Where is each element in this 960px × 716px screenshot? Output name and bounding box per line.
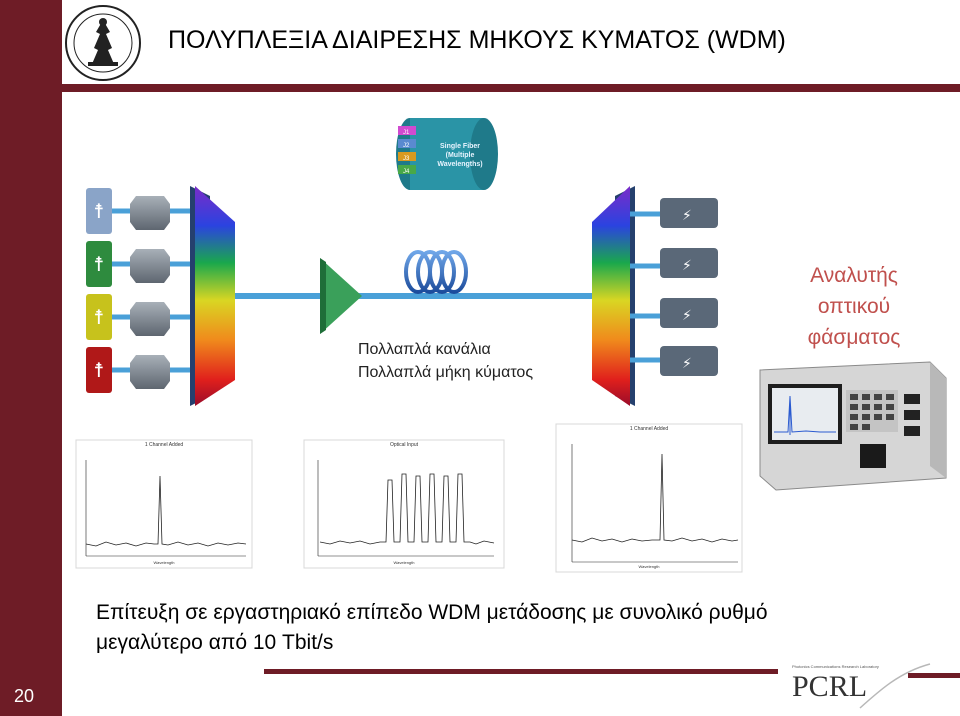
spectrum-3-title: 1 Channel Added xyxy=(629,426,669,432)
pcrl-caption: Photonics Communications Research Labora… xyxy=(792,664,879,669)
transmitter-yellow: ☨ xyxy=(86,294,112,340)
university-seal-logo xyxy=(65,5,141,81)
channel-tag: J4 xyxy=(403,169,410,175)
svg-text:⚡: ⚡ xyxy=(682,258,692,274)
transmitter-green: ☨ xyxy=(86,241,112,287)
single-fiber-legend xyxy=(388,112,510,194)
modulator-blocks xyxy=(130,196,170,389)
fiber-channel-tags: J1 J2 J3 J4 xyxy=(403,127,409,179)
osa-label-line-2: οπτικού xyxy=(817,295,891,318)
pcrl-wordmark: PCRL xyxy=(792,670,868,703)
spectrum-3-xlabel: Wavelength xyxy=(638,564,660,569)
svg-text:☨: ☨ xyxy=(94,252,105,276)
osa-label-line-3: φάσματος xyxy=(807,326,901,349)
multiplexer xyxy=(190,186,235,406)
footer-rule xyxy=(264,669,778,674)
spectrum-plot-1 xyxy=(75,439,253,569)
header-band xyxy=(62,0,960,92)
receiver-blocks: ⚡ ⚡ ⚡ ⚡ xyxy=(660,198,718,376)
left-accent-bar xyxy=(0,0,62,716)
page-number: 20 xyxy=(14,686,35,706)
spectrum-2-title: Optical Input xyxy=(389,442,419,448)
fiber-legend-line-1: Single Fiber xyxy=(439,143,481,150)
svg-text:⚡: ⚡ xyxy=(682,208,692,224)
channel-tag: J2 xyxy=(403,143,410,149)
osa-label: Αναλυτής οπτικού φάσματος xyxy=(790,260,918,353)
label-multiple-channels: Πολλαπλά κανάλια xyxy=(358,341,491,358)
transmitter-red: ☨ xyxy=(86,347,112,393)
osa-label-line-1: Αναλυτής xyxy=(810,264,898,287)
conclusion-line-1: Επίτευξη σε εργαστηριακό επίπεδο WDM μετ… xyxy=(96,601,768,624)
fiber-legend-line-2: (Multiple xyxy=(445,152,475,159)
svg-text:⚡: ⚡ xyxy=(682,356,692,372)
transmitter-blue: ☨ xyxy=(86,188,112,234)
slide-title: ΠΟΛΥΠΛΕΞΙΑ ΔΙΑΙΡΕΣΗΣ ΜΗΚΟΥΣ ΚΥΜΑΤΟΣ (WDM… xyxy=(168,26,786,54)
spectrum-plot-2 xyxy=(303,439,505,569)
spectrum-2-xlabel: Wavelength xyxy=(393,560,415,565)
conclusion-line-2: μεγαλύτερο από 10 Tbit/s xyxy=(96,631,334,654)
channel-tag: J1 xyxy=(403,130,410,136)
amplifier-icon xyxy=(320,258,362,334)
footer-rule-right xyxy=(908,673,960,678)
demultiplexer xyxy=(592,186,635,406)
conclusion-text: Επίτευξη σε εργαστηριακό επίπεδο WDM μετ… xyxy=(96,598,768,658)
output-fibers xyxy=(630,211,672,363)
svg-text:☨: ☨ xyxy=(94,305,105,329)
fiber-spool-icon xyxy=(404,250,468,294)
label-multiple-wavelengths: Πολλαπλά μήκη κύματος xyxy=(358,364,534,381)
channel-tag: J3 xyxy=(403,156,410,162)
spectrum-1-xlabel: Wavelength xyxy=(153,560,175,565)
input-fibers xyxy=(112,208,195,373)
svg-text:⚡: ⚡ xyxy=(682,308,692,324)
spectrum-1-title: 1 Channel Added xyxy=(144,442,184,448)
fiber-legend-line-3: Wavelengths) xyxy=(437,161,483,168)
fiber-legend-text: Single Fiber (Multiple Wavelengths) xyxy=(432,142,488,169)
spectrum-plot-3 xyxy=(555,423,743,573)
svg-text:☨: ☨ xyxy=(94,358,105,382)
pcrl-logo: Photonics Communications Research Labora… xyxy=(786,664,908,712)
header-divider xyxy=(62,84,960,92)
optical-spectrum-analyzer xyxy=(759,361,947,491)
svg-text:☨: ☨ xyxy=(94,199,105,223)
